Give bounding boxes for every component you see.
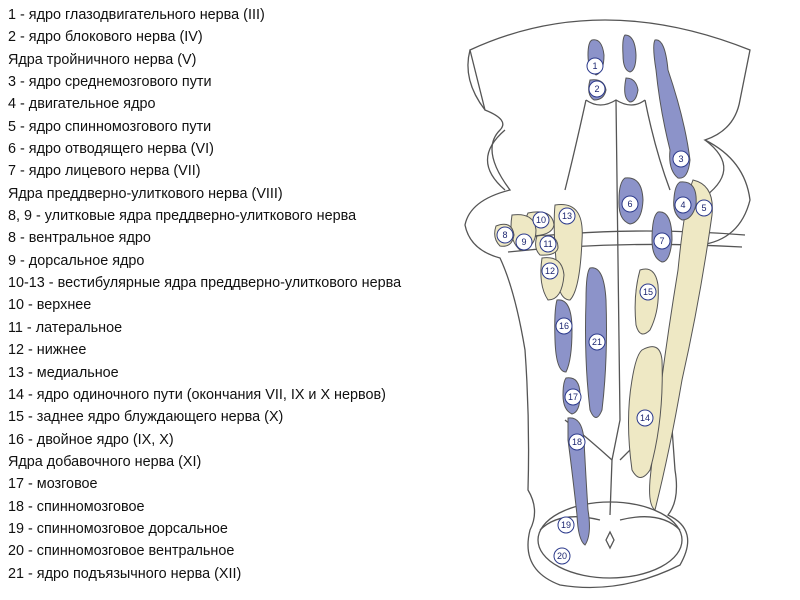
label-7: 7	[653, 232, 671, 250]
legend-list: 1 - ядро глазодвигательного нерва (III) …	[8, 4, 528, 585]
legend-item: 15 - заднее ядро блуждающего нерва (X)	[8, 409, 284, 426]
legend-item: 18 - спинномозговое	[8, 498, 145, 515]
label-5: 5	[695, 199, 713, 217]
svg-text:13: 13	[562, 211, 572, 221]
legend-item: 8 - вентральное ядро	[8, 230, 151, 247]
svg-text:5: 5	[701, 203, 706, 213]
label-16: 16	[555, 317, 573, 335]
legend-item: 9 - дорсальное ядро	[8, 252, 145, 269]
svg-text:10: 10	[536, 215, 546, 225]
legend-item: 21 - ядро подъязычного нерва (XII)	[8, 565, 242, 582]
label-8: 8	[496, 226, 514, 244]
nucleus-midline-upper	[622, 34, 637, 73]
legend-item: 12 - нижнее	[8, 342, 87, 359]
legend-heading: Ядра добавочного нерва (XI)	[8, 453, 202, 470]
legend-heading: Ядра преддверно-улиткового нерва (VIII)	[8, 185, 283, 202]
label-19: 19	[557, 516, 575, 534]
nucleus-midline-lower	[624, 77, 639, 103]
nucleus-3	[653, 39, 691, 179]
legend-item: 10 - верхнее	[8, 297, 92, 314]
legend-item: 16 - двойное ядро (IX, X)	[8, 431, 174, 448]
label-3: 3	[672, 150, 690, 168]
label-20: 20	[553, 547, 571, 565]
svg-text:15: 15	[643, 287, 653, 297]
svg-text:9: 9	[521, 237, 526, 247]
label-6: 6	[621, 195, 639, 213]
svg-text:14: 14	[640, 413, 650, 423]
label-4: 4	[674, 196, 692, 214]
legend-item: 20 - спинномозговое вентральное	[8, 543, 235, 560]
svg-text:18: 18	[572, 437, 582, 447]
svg-text:11: 11	[543, 239, 552, 249]
label-2: 2	[588, 80, 606, 98]
svg-text:3: 3	[678, 154, 683, 164]
legend-item: 17 - мозговое	[8, 476, 98, 493]
legend-item: 13 - медиальное	[8, 364, 119, 381]
legend-item: 8, 9 - улитковые ядра преддверно-улитков…	[8, 208, 357, 225]
label-17: 17	[564, 388, 582, 406]
legend-item: 4 - двигательное ядро	[8, 96, 156, 113]
nucleus-labels: 1 2 3 4 5 6 7 8 9 10 11 12 13 14 15 16 1…	[496, 57, 713, 565]
label-1: 1	[586, 57, 604, 75]
label-15: 15	[639, 283, 657, 301]
svg-text:19: 19	[561, 520, 571, 530]
svg-text:6: 6	[627, 199, 632, 209]
legend-item: 6 - ядро отводящего нерва (VI)	[8, 141, 214, 158]
svg-text:8: 8	[502, 230, 507, 240]
label-12: 12	[541, 262, 559, 280]
legend-item: 7 - ядро лицевого нерва (VII)	[8, 163, 201, 180]
label-10: 10	[532, 211, 550, 229]
svg-text:12: 12	[545, 266, 555, 276]
legend-item: 3 - ядро среднемозгового пути	[8, 74, 212, 91]
legend-item: 19 - спинномозговое дорсальное	[8, 520, 228, 537]
svg-text:17: 17	[568, 392, 578, 402]
legend-heading: Ядра тройничного нерва (V)	[8, 51, 197, 68]
label-14: 14	[636, 409, 654, 427]
svg-text:1: 1	[592, 61, 597, 71]
label-18: 18	[568, 433, 586, 451]
legend-item: 14 - ядро одиночного пути (окончания VII…	[8, 386, 386, 403]
label-21: 21	[588, 333, 606, 351]
label-11: 11	[539, 235, 557, 253]
nucleus-16	[554, 299, 573, 373]
svg-text:2: 2	[594, 84, 599, 94]
legend-item: 10-13 - вестибулярные ядра преддверно-ул…	[8, 275, 402, 292]
label-13: 13	[558, 207, 576, 225]
legend-item: 2 - ядро блокового нерва (IV)	[8, 29, 203, 46]
svg-text:20: 20	[557, 551, 567, 561]
nucleus-15	[634, 268, 659, 335]
svg-text:21: 21	[592, 337, 602, 347]
brainstem-outline	[464, 19, 751, 589]
nucleus-5	[649, 179, 713, 511]
legend-item: 1 - ядро глазодвигательного нерва (III)	[8, 7, 265, 23]
label-9: 9	[515, 233, 533, 251]
svg-text:16: 16	[559, 321, 569, 331]
svg-text:7: 7	[659, 236, 664, 246]
legend-item: 5 - ядро спинномозгового пути	[8, 118, 212, 135]
legend-item: 11 - латеральное	[8, 319, 123, 336]
svg-text:4: 4	[680, 200, 685, 210]
